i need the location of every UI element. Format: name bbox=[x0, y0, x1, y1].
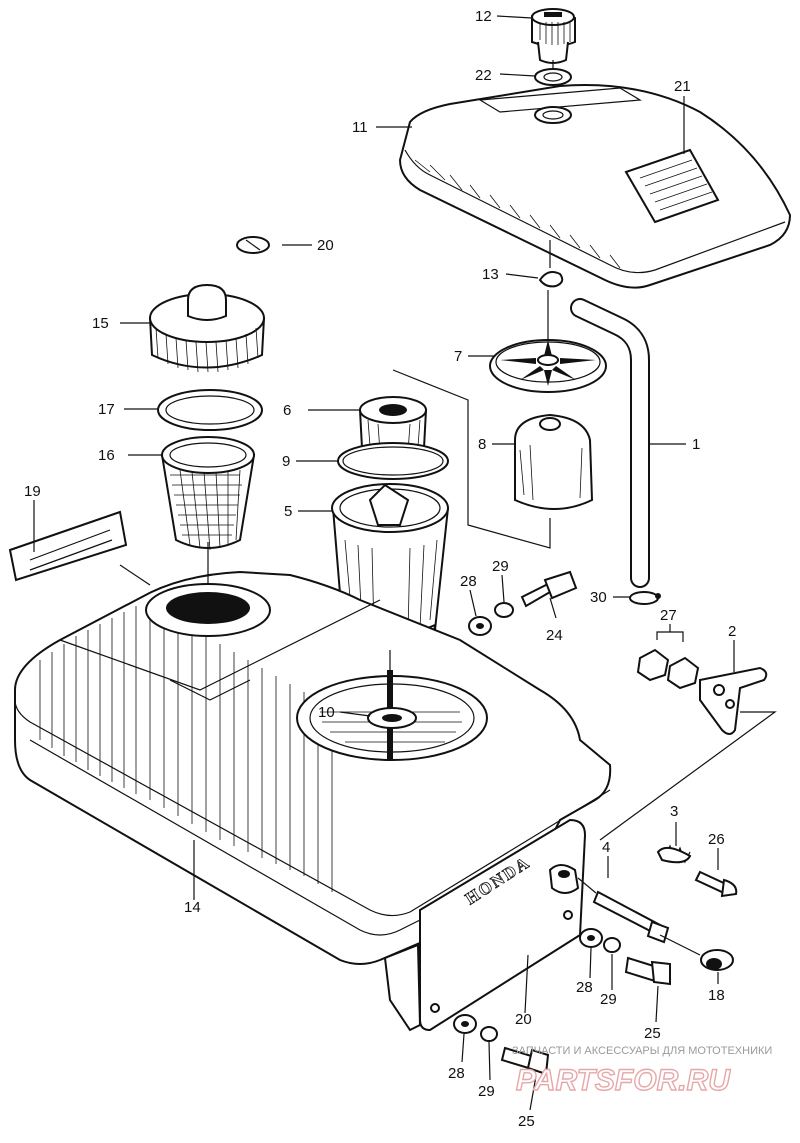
callout-25-low: 25 bbox=[518, 1113, 535, 1130]
part-12-cap bbox=[531, 8, 576, 64]
callout-28-low: 28 bbox=[448, 1065, 465, 1082]
callout-6: 6 bbox=[283, 402, 291, 419]
callout-14: 14 bbox=[184, 899, 201, 916]
part-17-gasket bbox=[157, 389, 263, 431]
watermark-tagline: ЗАПЧАСТИ И АКСЕССУАРЫ ДЛЯ МОТОТЕХНИКИ bbox=[512, 1045, 772, 1057]
callouts: 12 22 11 21 20 13 15 7 17 6 1 8 16 9 19 … bbox=[24, 8, 736, 1130]
callout-9: 9 bbox=[282, 453, 290, 470]
part-14-tank: HONDA bbox=[14, 570, 612, 1032]
part-30-clip bbox=[629, 591, 661, 605]
callout-13: 13 bbox=[482, 266, 499, 283]
callout-28-mid: 28 bbox=[576, 979, 593, 996]
callout-2: 2 bbox=[728, 623, 736, 640]
callout-4: 4 bbox=[602, 839, 610, 856]
callout-25-mid: 25 bbox=[644, 1025, 661, 1042]
part-11-top-cover bbox=[398, 84, 792, 289]
part-25-bolt-b bbox=[453, 1014, 550, 1076]
part-10-washer bbox=[367, 670, 417, 760]
part-13-clip bbox=[538, 240, 564, 288]
watermark: ЗАПЧАСТИ И АКСЕССУАРЫ ДЛЯ МОТОТЕХНИКИ PA… bbox=[512, 1045, 772, 1098]
callout-11: 11 bbox=[352, 119, 368, 136]
callout-16: 16 bbox=[98, 447, 115, 464]
callout-10: 10 bbox=[318, 704, 335, 721]
callout-29-mid: 29 bbox=[600, 991, 617, 1008]
part-2-bracket bbox=[636, 648, 768, 735]
callout-28-upper: 28 bbox=[460, 573, 477, 590]
part-26-screw bbox=[694, 870, 738, 898]
callout-27: 27 bbox=[660, 607, 677, 624]
part-4-screw bbox=[592, 890, 670, 944]
part-21-washer bbox=[236, 236, 270, 254]
callout-7: 7 bbox=[454, 348, 462, 365]
part-25-bolt-a bbox=[579, 928, 671, 986]
callout-30: 30 bbox=[590, 589, 607, 606]
callout-21: 20 bbox=[317, 237, 334, 254]
callout-29-low: 29 bbox=[478, 1083, 495, 1100]
callout-22: 21 bbox=[674, 78, 691, 95]
part-18-cap bbox=[700, 949, 734, 971]
part-8-cup bbox=[514, 413, 594, 510]
callout-23: 22 bbox=[475, 67, 492, 84]
callout-8: 8 bbox=[478, 436, 486, 453]
callout-5: 5 bbox=[284, 503, 292, 520]
part-16-strainer bbox=[160, 436, 256, 551]
part-3-spring bbox=[656, 844, 692, 864]
callout-18: 18 bbox=[708, 987, 725, 1004]
leader-lines bbox=[33, 15, 777, 1111]
part-24-bolt bbox=[468, 570, 578, 636]
callout-12: 12 bbox=[475, 8, 492, 25]
callout-15: 15 bbox=[92, 315, 109, 332]
callout-29-upper: 29 bbox=[492, 558, 509, 575]
part-7-disc bbox=[489, 339, 607, 393]
part-1-tube bbox=[570, 298, 650, 588]
callout-3: 3 bbox=[670, 803, 678, 820]
part-15-cap bbox=[148, 283, 266, 373]
callout-19: 19 bbox=[24, 483, 41, 500]
callout-1: 1 bbox=[692, 436, 700, 453]
watermark-logo: PARTSFOR.RU bbox=[516, 1064, 731, 1097]
part-19-label bbox=[8, 510, 128, 582]
callout-17: 17 bbox=[98, 401, 115, 418]
callout-24: 24 bbox=[546, 627, 563, 644]
callout-26: 26 bbox=[708, 831, 725, 848]
part-9-oring bbox=[337, 442, 449, 480]
callout-20: 20 bbox=[515, 1011, 532, 1028]
part-23-gasket bbox=[534, 68, 572, 86]
